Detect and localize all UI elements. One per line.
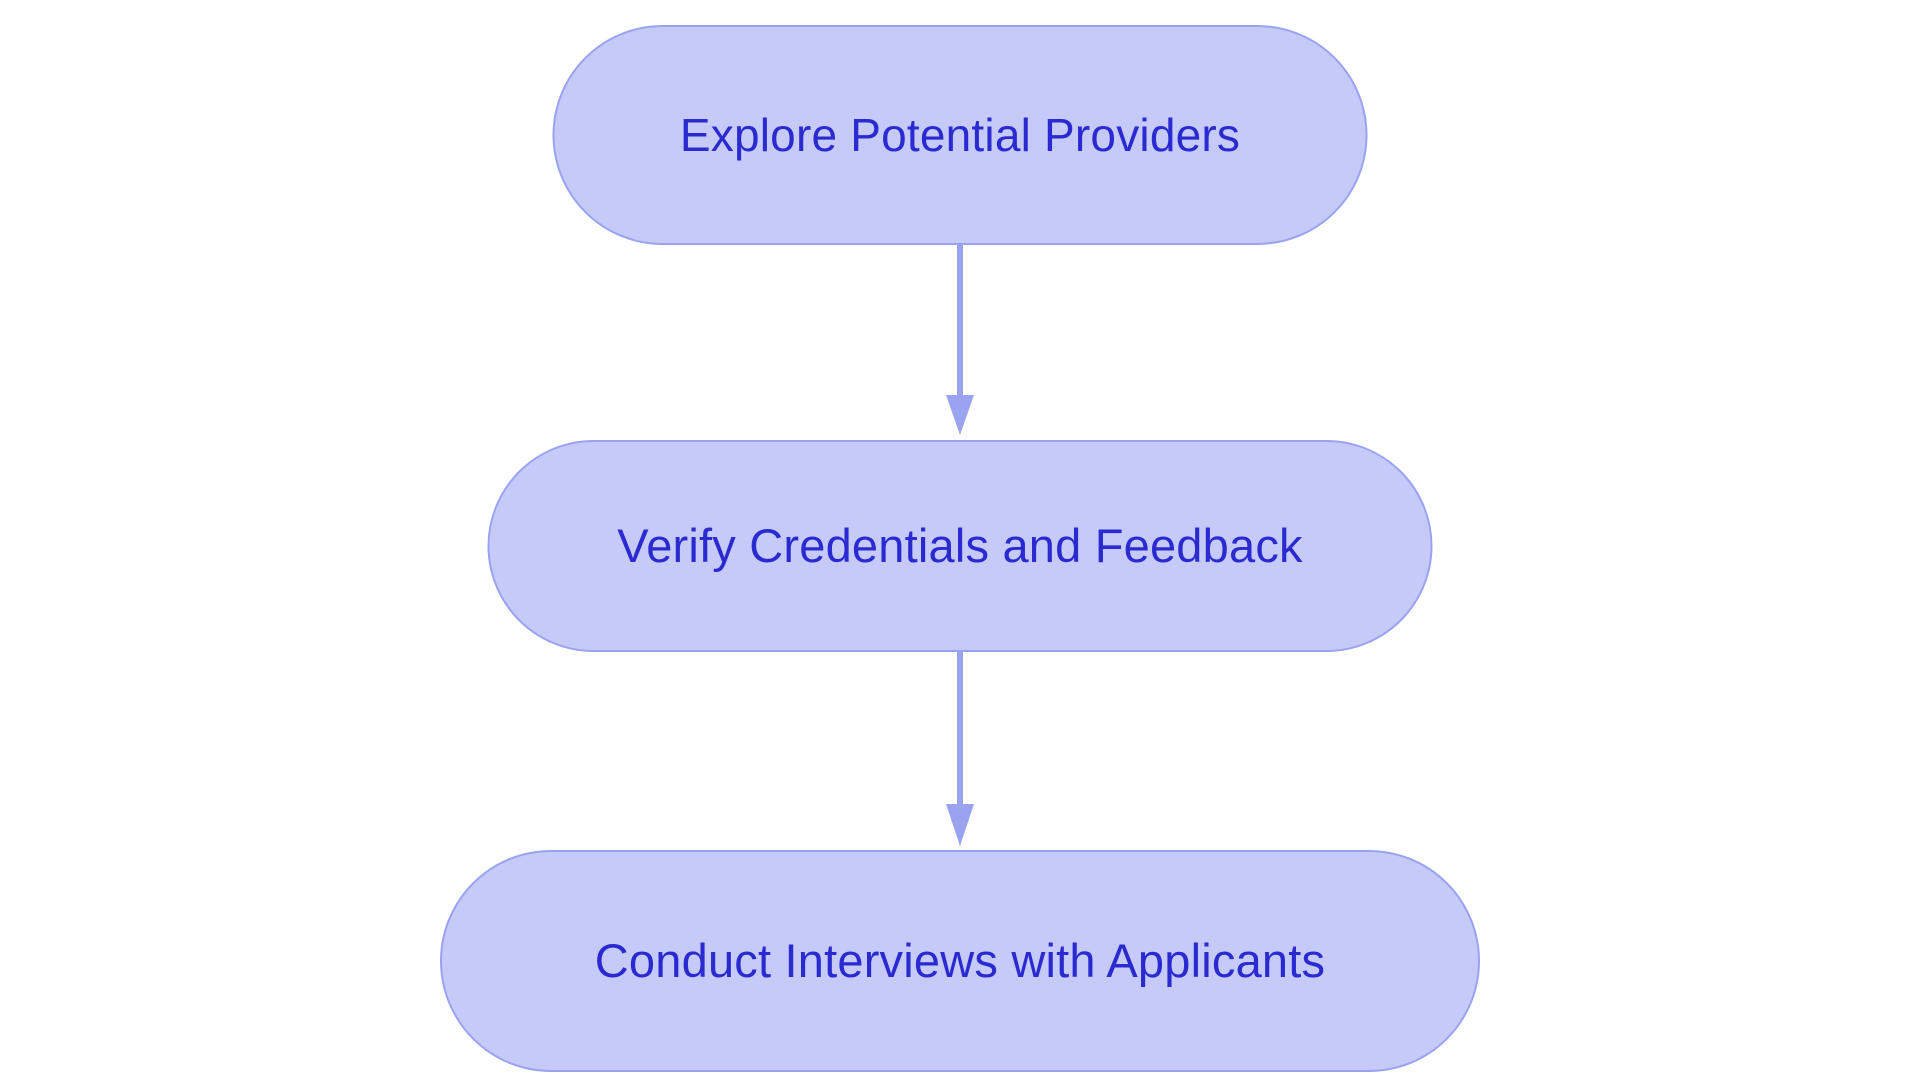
node-label: Verify Credentials and Feedback [617,519,1303,573]
flowchart-node-verify-credentials-and-feedback[interactable]: Verify Credentials and Feedback [487,440,1433,652]
flowchart-edge-1 [940,650,980,852]
flowchart-node-explore-potential-providers[interactable]: Explore Potential Providers [552,25,1368,245]
node-label: Explore Potential Providers [679,108,1241,161]
node-label: Conduct Interviews with Applicants [594,934,1326,988]
flowchart-edge-0 [940,243,980,443]
down-arrow-icon [946,650,974,846]
down-arrow-icon [946,243,974,435]
flowchart-node-conduct-interviews-with-applicants[interactable]: Conduct Interviews with Applicants [440,850,1480,1072]
